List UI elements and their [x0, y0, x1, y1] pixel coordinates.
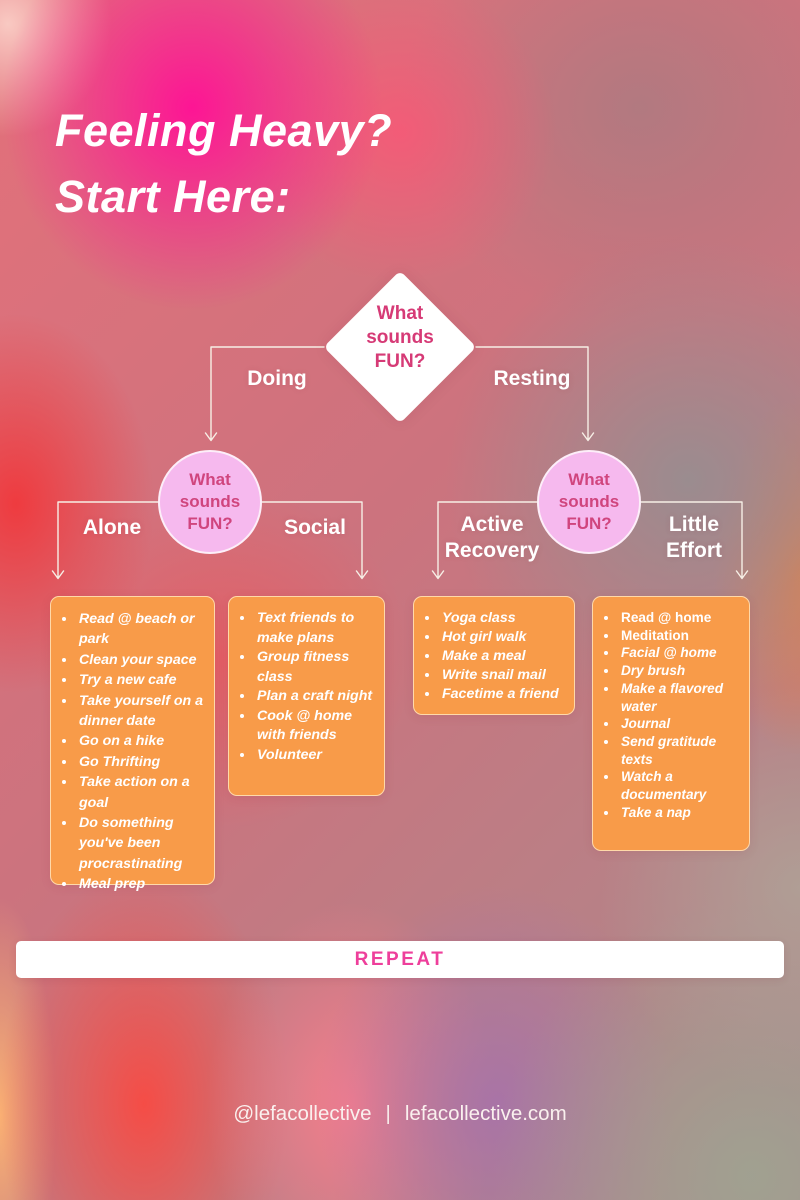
doing-question-circle: What sounds FUN? [158, 450, 262, 554]
list-item: Take a nap [619, 804, 741, 822]
activity-box-active-recovery: Yoga classHot girl walkMake a mealWrite … [413, 596, 575, 715]
repeat-label: REPEAT [354, 948, 446, 970]
question-line: sounds [558, 492, 620, 511]
list-item: Group fitness class [255, 648, 376, 687]
root-question-line: What [376, 303, 424, 324]
page-title-line2: Start Here: [55, 171, 291, 222]
doing-question-text: What sounds FUN? [180, 469, 240, 535]
root-question-line: sounds [366, 327, 434, 348]
activity-box-little-effort: Read @ homeMeditationFacial @ homeDry br… [592, 596, 750, 851]
page-title: Feeling Heavy? Start Here: [55, 98, 392, 230]
list-item: Read @ beach or park [77, 609, 206, 650]
list-item: Read @ home [619, 609, 741, 627]
list-item: Watch a documentary [619, 768, 741, 803]
connector-root-to-doing [204, 346, 325, 442]
branch-label-resting: Resting [493, 367, 571, 390]
question-line: FUN? [187, 514, 233, 533]
list-item: Hot girl walk [440, 628, 566, 647]
root-question-text: What sounds FUN? [335, 302, 465, 374]
activity-box-alone: Read @ beach or parkClean your spaceTry … [50, 596, 215, 892]
resting-question-circle: What sounds FUN? [537, 450, 641, 554]
list-item: Do something you've been procrastinating [77, 813, 206, 874]
question-line: sounds [179, 492, 241, 511]
activity-list-active-recovery: Yoga classHot girl walkMake a mealWrite … [414, 597, 574, 712]
question-line: What [568, 470, 610, 489]
footer-handle: @lefacollective [233, 1102, 372, 1125]
branch-label-little-effort: Little Effort [666, 513, 722, 562]
list-item: Take yourself on a dinner date [77, 691, 206, 732]
list-item: Send gratitude texts [619, 733, 741, 768]
list-item: Facetime a friend [440, 685, 566, 704]
list-item: Meal prep [77, 874, 206, 894]
list-item: Clean your space [77, 650, 206, 670]
activity-list-alone: Read @ beach or parkClean your spaceTry … [51, 597, 214, 903]
list-item: Facial @ home [619, 644, 741, 662]
repeat-banner: REPEAT [16, 941, 784, 978]
list-item: Make a meal [440, 647, 566, 666]
activity-box-social: Text friends to make plansGroup fitness … [228, 596, 385, 796]
root-question-line: FUN? [374, 351, 426, 372]
list-item: Take action on a goal [77, 772, 206, 813]
footer: @lefacollective | lefacollective.com [0, 1102, 800, 1126]
list-item: Plan a craft night [255, 687, 376, 707]
activity-list-little-effort: Read @ homeMeditationFacial @ homeDry br… [593, 597, 749, 829]
list-item: Make a flavored water [619, 680, 741, 715]
list-item: Cook @ home with friends [255, 707, 376, 746]
list-item: Volunteer [255, 746, 376, 766]
list-item: Meditation [619, 627, 741, 645]
branch-label-social: Social [284, 516, 346, 539]
list-item: Go on a hike [77, 731, 206, 751]
list-item: Dry brush [619, 662, 741, 680]
footer-website: lefacollective.com [404, 1102, 567, 1125]
branch-label-active-recovery: Active Recovery [444, 513, 540, 562]
list-item: Write snail mail [440, 666, 566, 685]
activity-list-social: Text friends to make plansGroup fitness … [229, 597, 384, 773]
list-item: Text friends to make plans [255, 609, 376, 648]
list-item: Go Thrifting [77, 752, 206, 772]
footer-separator: | [385, 1102, 391, 1125]
list-item: Journal [619, 715, 741, 733]
list-item: Yoga class [440, 609, 566, 628]
branch-label-doing: Doing [247, 367, 307, 390]
connector-root-to-resting [475, 346, 595, 442]
list-item: Try a new cafe [77, 670, 206, 690]
question-line: FUN? [566, 514, 612, 533]
branch-label-alone: Alone [82, 516, 142, 539]
page-title-line1: Feeling Heavy? [55, 105, 393, 156]
resting-question-text: What sounds FUN? [559, 469, 619, 535]
question-line: What [189, 470, 231, 489]
